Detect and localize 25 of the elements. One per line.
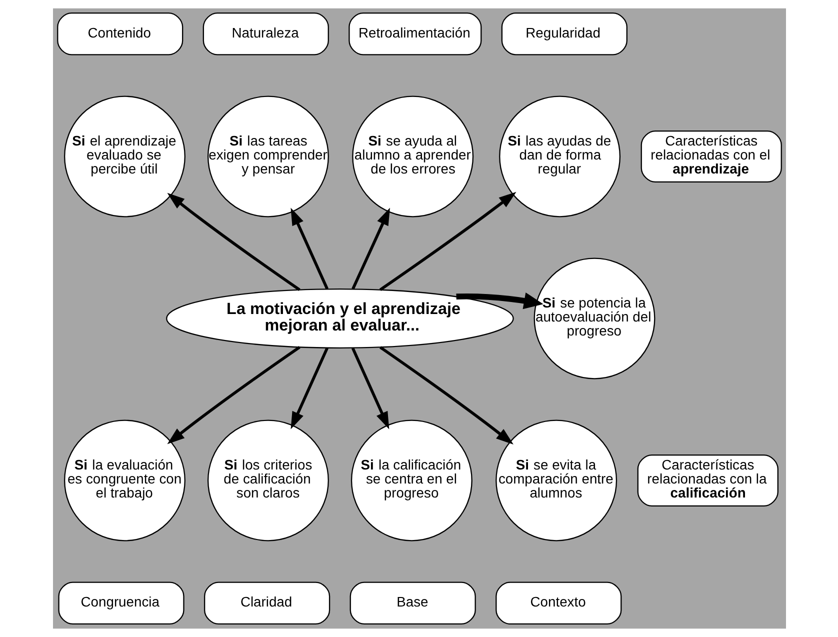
node-ellipse: La motivación y el aprendizaje mejoran al evaluar... [166, 288, 514, 348]
arrow [456, 292, 543, 310]
node-box: Contexto [495, 582, 622, 625]
arrow [290, 208, 328, 290]
node-circle: Si los criterios de calificación son claros [206, 420, 328, 542]
node-box: Contenido [56, 12, 183, 56]
node-box: Características relacionadas con el aprendizaje [640, 130, 782, 183]
arrow [166, 192, 300, 292]
node-circle: Si la calificación se centra en el progreso [350, 420, 472, 542]
node-box: Retroalimentación [348, 12, 482, 56]
arrow [166, 346, 300, 444]
arrow [378, 192, 516, 292]
node-box: Naturaleza [202, 12, 328, 56]
arrow [290, 348, 328, 430]
node-box: Base [349, 582, 476, 625]
arrow [350, 348, 389, 430]
node-circle: Si se ayuda al alumno a aprender de los errores [352, 96, 474, 218]
arrow [378, 346, 513, 444]
node-box: Regularidad [500, 12, 627, 56]
node-box: Congruencia [58, 582, 184, 625]
node-circle: Si se potencia la autoevaluación del progreso [533, 258, 655, 380]
arrow [351, 208, 390, 290]
node-box: Características relacionadas con la calificación [636, 454, 778, 507]
node-circle: Si las tareas exigen comprender y pensar [206, 96, 328, 218]
node-box: Claridad [204, 582, 330, 625]
